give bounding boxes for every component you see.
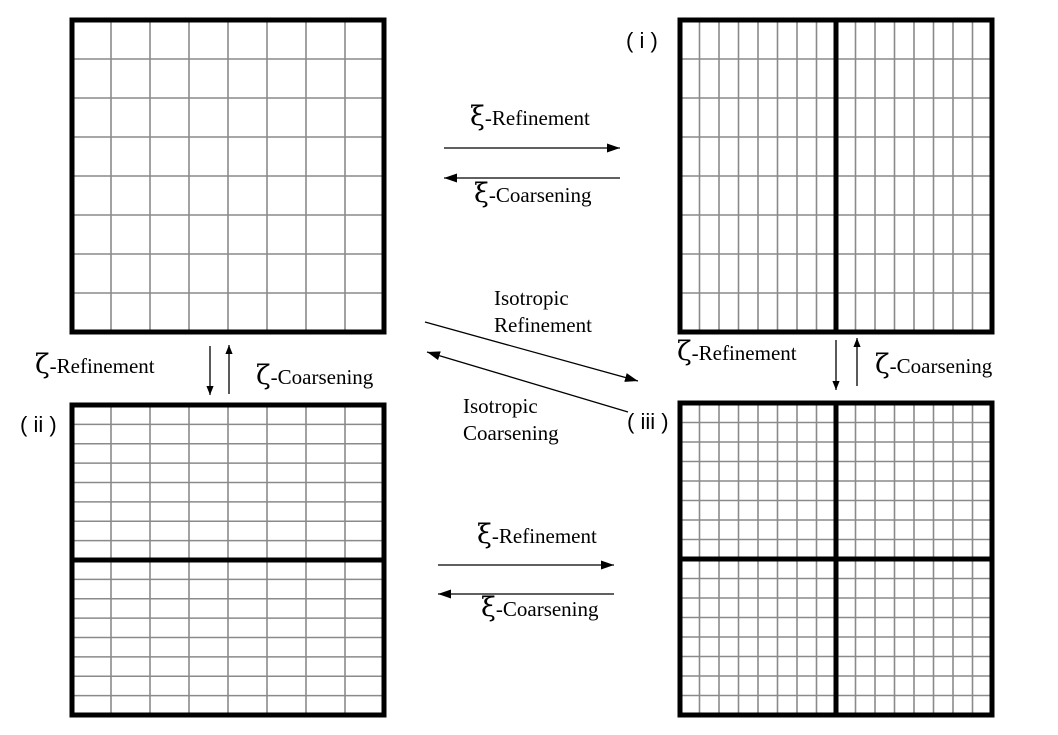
panel-iii-tag: ( iii ) bbox=[627, 409, 669, 434]
grid-original bbox=[69, 17, 387, 335]
xi-refinement-label-bottom: ξ-Refinement bbox=[477, 519, 597, 550]
zeta-coarsening-label-left: ζ-Coarsening bbox=[256, 360, 374, 391]
zeta-refinement-label-right: ζ-Refinement bbox=[677, 336, 797, 367]
panel-ii-tag: ( ii ) bbox=[20, 412, 57, 437]
isotropic-refine-arrow bbox=[424, 321, 639, 382]
xi-refinement-label-top: ξ-Refinement bbox=[470, 101, 590, 132]
isotropic-coarsen-arrow bbox=[426, 351, 629, 413]
grid-panel-iii bbox=[677, 400, 995, 718]
xi-coarsening-label-bottom: ξ-Coarsening bbox=[481, 592, 599, 623]
isotropic-coarsening-label-line2: Coarsening bbox=[463, 421, 559, 445]
element-border bbox=[677, 17, 995, 335]
element-border bbox=[677, 400, 995, 718]
grid-panel-i bbox=[677, 17, 995, 335]
grid-panel-ii bbox=[69, 402, 387, 718]
isotropic-refinement-label-line2: Refinement bbox=[494, 313, 592, 337]
isotropic-refinement-label-line1: Isotropic bbox=[494, 286, 569, 310]
zeta-refinement-label-left: ζ-Refinement bbox=[35, 349, 155, 380]
isotropic-coarsening-label-line1: Isotropic bbox=[463, 394, 538, 418]
element-border bbox=[69, 402, 387, 718]
panel-i-tag: ( i ) bbox=[626, 28, 658, 53]
zeta-coarsening-label-right: ζ-Coarsening bbox=[875, 349, 993, 380]
element-border bbox=[69, 17, 387, 335]
xi-coarsening-label-top: ξ-Coarsening bbox=[474, 178, 592, 209]
